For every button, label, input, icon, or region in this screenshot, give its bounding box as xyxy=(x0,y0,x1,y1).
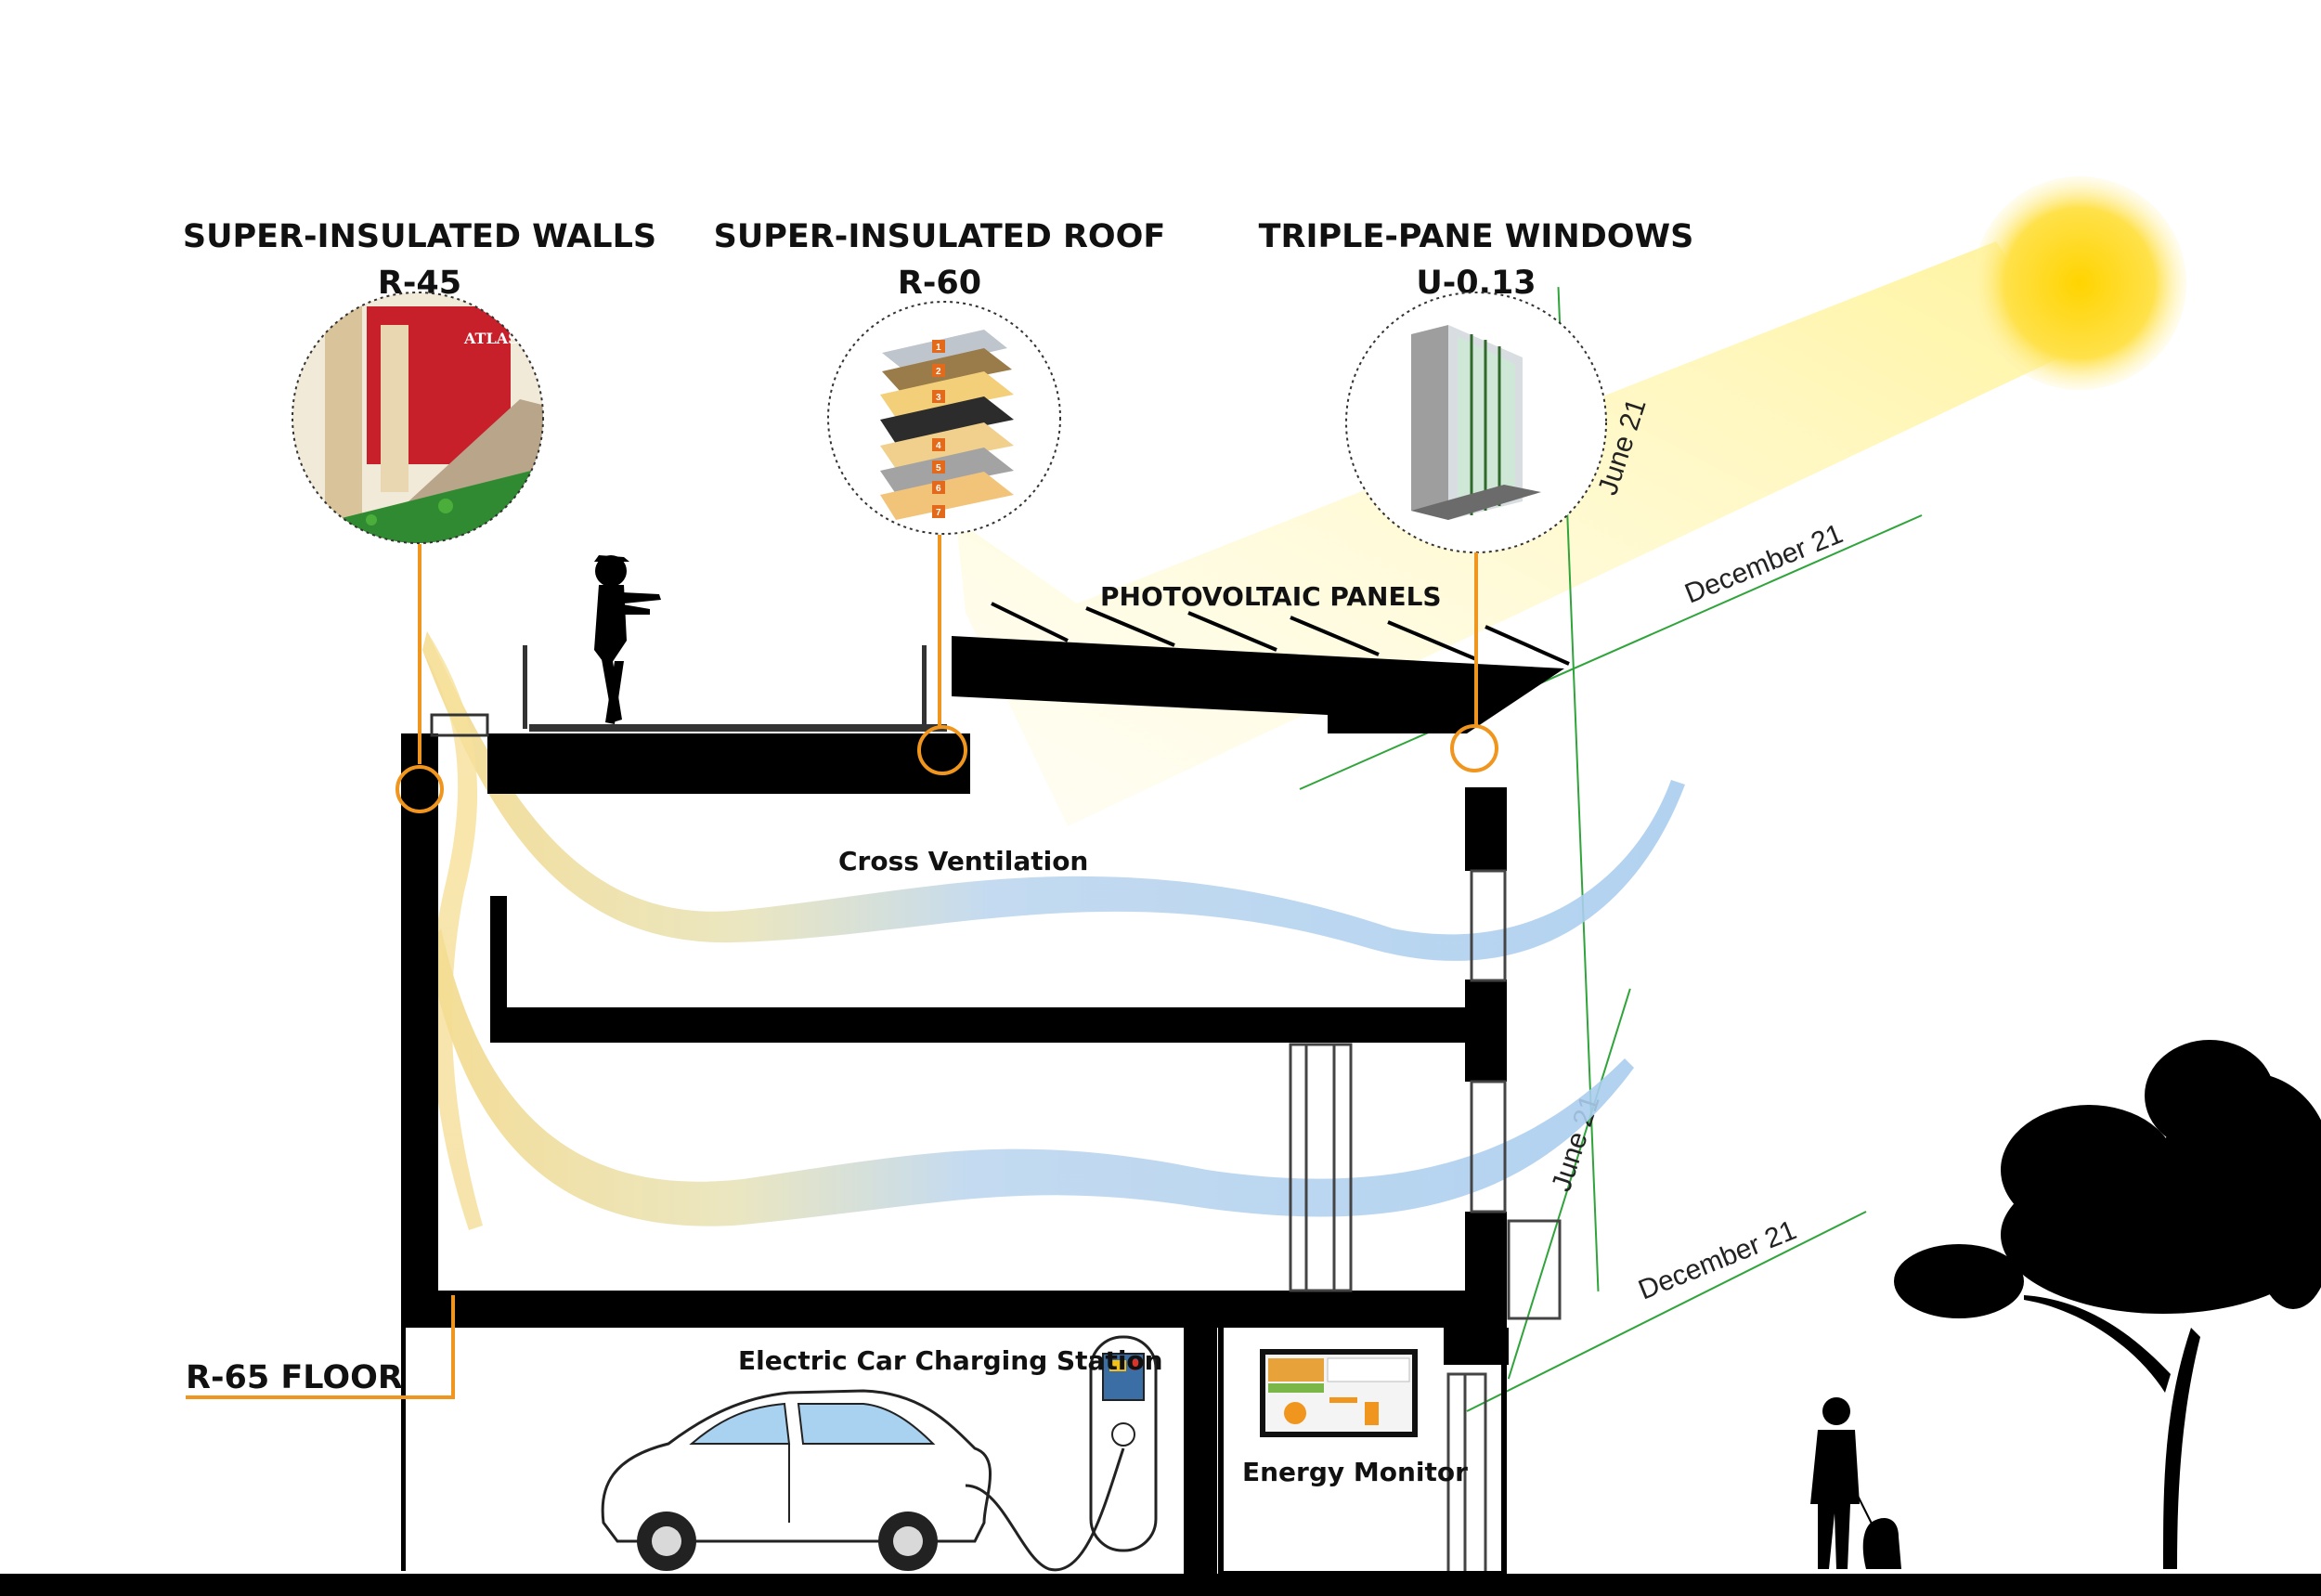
floor-leader xyxy=(186,1295,455,1399)
svg-text:5: 5 xyxy=(936,463,941,474)
pv-panel xyxy=(991,602,1069,642)
svg-text:3: 3 xyxy=(936,393,941,403)
upper-window xyxy=(1470,869,1507,982)
ground-line xyxy=(0,1574,2321,1596)
right-wall-lower xyxy=(1444,1328,1509,1365)
photovoltaic-panels xyxy=(991,602,1570,666)
walls-marker xyxy=(395,765,444,813)
upper-december-angle-line xyxy=(1299,514,1923,790)
charging-station-label: Electric Car Charging Station xyxy=(738,1345,1163,1376)
charging-station-icon xyxy=(965,1335,1158,1572)
lower-june-angle-line xyxy=(1507,988,1631,1380)
pv-panel xyxy=(1485,625,1570,666)
windows-title: TRIPLE-PANE WINDOWS xyxy=(1259,218,1694,255)
roof-slab xyxy=(487,733,970,794)
upper-skylight xyxy=(430,713,489,737)
roof-title: SUPER-INSULATED ROOF xyxy=(714,218,1166,255)
pv-panel xyxy=(1387,620,1477,661)
wall-detail-callout: ATLAS xyxy=(292,292,544,544)
middle-window xyxy=(1470,1080,1507,1213)
window-detail-callout xyxy=(1345,292,1607,553)
charging-cable xyxy=(965,1447,1125,1572)
roof-marker xyxy=(917,725,967,775)
left-exterior-wall xyxy=(401,733,438,1328)
right-wall-upper-b xyxy=(1465,980,1507,1082)
house-structure xyxy=(0,636,2321,1596)
upper-december-label: December 21 xyxy=(1680,518,1847,609)
roof-value: R-60 xyxy=(898,265,981,302)
svg-text:4: 4 xyxy=(936,441,941,451)
wall-brand-text: ATLAS xyxy=(463,330,519,347)
tree-silhouette xyxy=(1894,1040,2321,1569)
walls-title: SUPER-INSULATED WALLS xyxy=(183,218,656,255)
balcony-rail xyxy=(1507,1219,1562,1320)
sun-icon xyxy=(1973,176,2186,390)
floor-label: R-65 FLOOR xyxy=(186,1359,403,1396)
feature-titles: SUPER-INSULATED WALLS R-45 SUPER-INSULAT… xyxy=(183,218,1693,302)
child-silhouette xyxy=(594,555,661,724)
electric-car xyxy=(601,1389,992,1571)
interior-glazing xyxy=(1289,1043,1353,1292)
window-glazing xyxy=(1289,869,1562,1576)
pv-label: PHOTOVOLTAIC PANELS xyxy=(1100,581,1442,612)
garage-column xyxy=(1184,1323,1217,1574)
energy-monitor-icon xyxy=(1260,1349,1418,1437)
pv-roof-overhang xyxy=(952,636,1564,733)
garage-ground-strip xyxy=(1218,1320,1507,1577)
lower-december-label: December 21 xyxy=(1634,1214,1800,1305)
upper-ventilation-stream xyxy=(422,631,1685,961)
lower-december-angle-line xyxy=(1466,1211,1867,1412)
svg-text:1: 1 xyxy=(936,343,941,353)
pv-panel xyxy=(1290,616,1380,656)
roof-railing-right xyxy=(922,645,927,729)
roof-deck xyxy=(529,724,947,732)
svg-text:2: 2 xyxy=(936,367,941,377)
roof-detail-callout: 1 2 3 4 5 6 7 xyxy=(827,301,1061,535)
pv-panel xyxy=(1085,606,1175,647)
second-floor-slab xyxy=(490,1007,1502,1043)
roof-railing-left xyxy=(523,645,527,729)
svg-text:7: 7 xyxy=(936,508,941,518)
upper-interior-ledge xyxy=(490,896,507,1007)
pv-panel xyxy=(1187,611,1277,652)
right-wall-upper-a xyxy=(1465,787,1507,871)
callout-leaders xyxy=(186,535,1498,1399)
energy-monitor-label: Energy Monitor xyxy=(1242,1457,1468,1487)
person-with-dog-silhouette xyxy=(1810,1397,1901,1569)
garage-left-wall xyxy=(401,1328,406,1571)
cross-ventilation-label: Cross Ventilation xyxy=(838,846,1088,876)
roof-layer-markers: 1 2 3 4 5 6 7 xyxy=(932,340,945,518)
windows-marker xyxy=(1450,724,1498,772)
svg-text:6: 6 xyxy=(936,484,941,494)
lower-ventilation-stream xyxy=(427,928,1634,1226)
